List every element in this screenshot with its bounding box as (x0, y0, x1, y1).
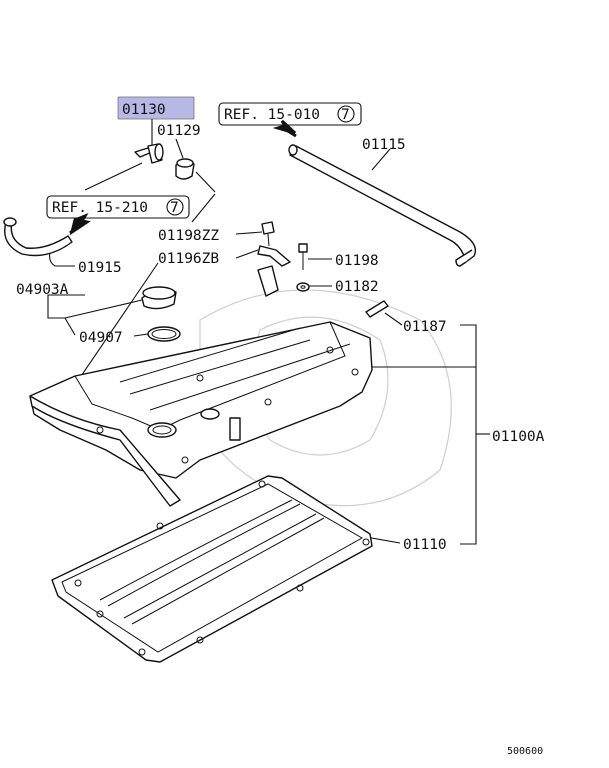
label-01100a[interactable]: 01100A (492, 429, 545, 445)
cover-gasket-01110[interactable] (51, 475, 373, 663)
label-01110[interactable]: 01110 (403, 537, 447, 553)
bracket-01196zb[interactable] (257, 245, 291, 267)
label-01198zz[interactable]: 01198ZZ (158, 228, 219, 244)
stud-01187[interactable] (365, 300, 389, 318)
hose-01915[interactable] (3, 217, 73, 257)
arrow-ref-15-210 (68, 212, 91, 236)
highlight-box (117, 96, 195, 120)
label-01187[interactable]: 01187 (403, 319, 447, 335)
label-01129[interactable]: 01129 (157, 123, 201, 139)
hose-01115[interactable] (288, 144, 477, 267)
label-01915[interactable]: 01915 (78, 260, 122, 276)
rocker-cover-01100a[interactable] (29, 265, 373, 507)
bolt-01198zz[interactable] (261, 221, 275, 247)
oil-cap-04903a[interactable] (141, 286, 177, 310)
pcv-valve-01130[interactable] (134, 143, 164, 164)
leader-lines (47, 119, 490, 545)
ref-box-15-010[interactable]: REF. 15-010 7 (218, 102, 362, 126)
diagram-id: 500600 (507, 746, 543, 757)
label-04907[interactable]: 04907 (79, 330, 123, 346)
label-04903a[interactable]: 04903A (16, 282, 69, 298)
bolt-01198[interactable] (298, 243, 308, 270)
ref-num-15-010: 7 (341, 107, 350, 123)
label-01198[interactable]: 01198 (335, 253, 379, 269)
ref-text-15-210: REF. 15-210 (52, 200, 148, 216)
label-01196zb[interactable]: 01196ZB (158, 251, 219, 267)
label-01182[interactable]: 01182 (335, 279, 379, 295)
grommet-01129[interactable] (175, 158, 195, 180)
ref-num-15-210: 7 (170, 200, 179, 216)
ref-text-15-010: REF. 15-010 (224, 107, 320, 123)
label-01130[interactable]: 01130 (122, 102, 166, 118)
arrow-ref-15-010 (272, 119, 297, 138)
label-01115[interactable]: 01115 (362, 137, 406, 153)
washer-01182[interactable] (296, 282, 310, 292)
cap-gasket-04907[interactable] (147, 326, 181, 342)
ref-box-15-210[interactable]: REF. 15-210 7 (46, 195, 190, 219)
